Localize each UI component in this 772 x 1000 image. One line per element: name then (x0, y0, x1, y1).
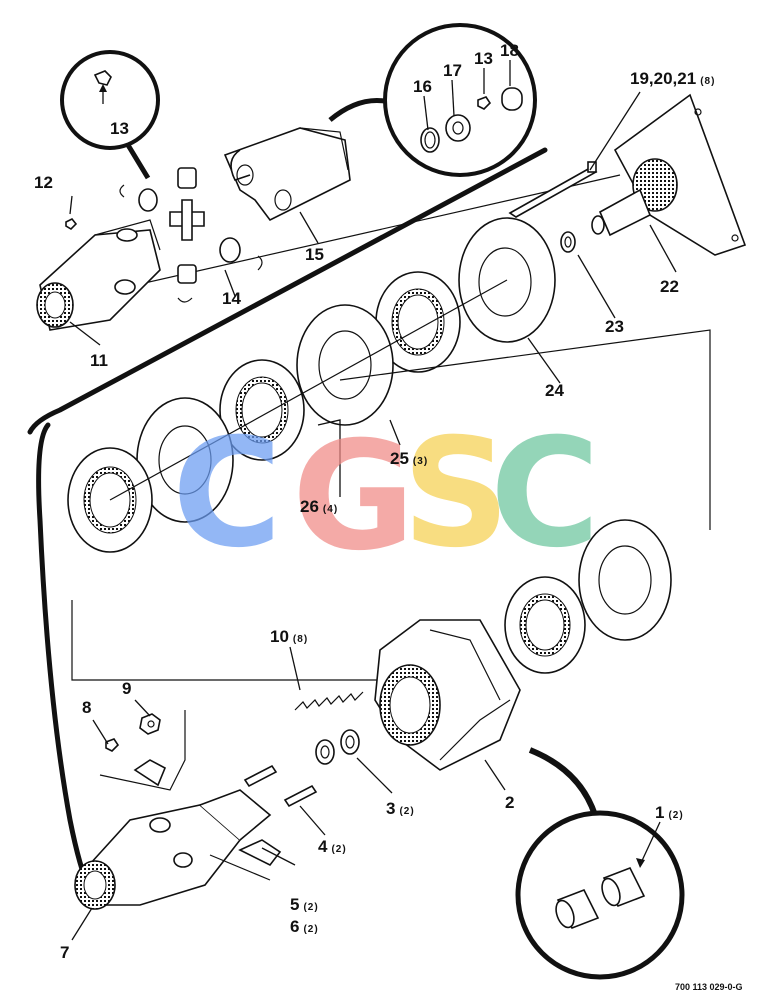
housing-2 (374, 619, 521, 771)
callout-14: 14 (222, 289, 241, 308)
callout-15: 15 (305, 245, 324, 264)
callout-8: 8 (82, 698, 91, 717)
leader-lines (69, 91, 677, 941)
detail-circle-bearing-parts (383, 23, 537, 177)
detail-circle-grease-fitting (60, 50, 160, 150)
separator-plate-lower (578, 519, 672, 641)
section-divider-upper (27, 147, 548, 435)
latch-pawls-5-6 (99, 710, 282, 881)
callout-26: 26(4) (300, 497, 338, 516)
grease-fitting-8 (105, 738, 120, 752)
detail-leader-lower-right (528, 747, 598, 816)
bushing-left (555, 888, 600, 930)
callout-5: 5(2) (290, 895, 319, 914)
detail-leader-upper-right (328, 97, 391, 122)
friction-disc-upper-1 (375, 271, 461, 373)
watermark: C G S C (172, 407, 600, 584)
bushing-right (601, 866, 646, 908)
callout-10: 10(8) (270, 627, 308, 646)
callout-13-detail: 13 (110, 119, 129, 138)
grease-fitting-12 (65, 217, 78, 231)
callout-2: 2 (505, 793, 514, 812)
callout-labels: 1(2) 2 3(2) 4(2) 5(2) 6(2) 7 8 9 10(8) 1… (34, 41, 715, 962)
friction-disc-upper-2 (219, 359, 305, 461)
callout-23: 23 (605, 317, 624, 336)
callout-12: 12 (34, 173, 53, 192)
callout-19-20-21: 19,20,21(8) (630, 69, 715, 88)
nut-9 (139, 713, 161, 735)
callout-4: 4(2) (318, 837, 347, 856)
detail-circle-bushings (515, 810, 685, 980)
washer-23 (560, 231, 576, 253)
callout-7: 7 (60, 943, 69, 962)
shaft-plate-22 (591, 93, 747, 256)
spring-10 (294, 691, 364, 711)
callout-1: 1(2) (655, 803, 684, 822)
yoke-15 (223, 127, 351, 222)
friction-disc-lower (504, 576, 586, 674)
spring-pins-4 (243, 764, 318, 808)
detail-leader-upper-left (125, 143, 151, 180)
callout-24: 24 (545, 381, 564, 400)
callout-18: 18 (500, 41, 519, 60)
watermark-letter-2: G (292, 410, 415, 584)
callout-9: 9 (122, 679, 131, 698)
callout-16: 16 (413, 77, 432, 96)
watermark-letter-1: C (172, 407, 282, 581)
callout-11: 11 (90, 351, 108, 370)
figure-reference: 700 113 029-0-G (675, 982, 743, 992)
callout-17: 17 (443, 61, 462, 80)
washers-3 (315, 729, 360, 765)
watermark-letter-3: S (402, 407, 510, 581)
cross-bearing-kit-14 (119, 167, 263, 303)
yoke-11 (36, 219, 161, 331)
separator-plate-upper-3 (136, 397, 234, 523)
separator-plate-upper-2 (296, 304, 394, 426)
callout-3: 3(2) (386, 799, 415, 818)
callout-25: 25(3) (390, 449, 428, 468)
section-divider-left (36, 422, 93, 893)
yoke-7 (74, 789, 272, 910)
callout-6: 6(2) (290, 917, 319, 936)
watermark-letter-4: C (490, 407, 600, 581)
bolt-19-20-21 (508, 161, 598, 218)
callout-13-bearing: 13 (474, 49, 493, 68)
callout-22: 22 (660, 277, 679, 296)
